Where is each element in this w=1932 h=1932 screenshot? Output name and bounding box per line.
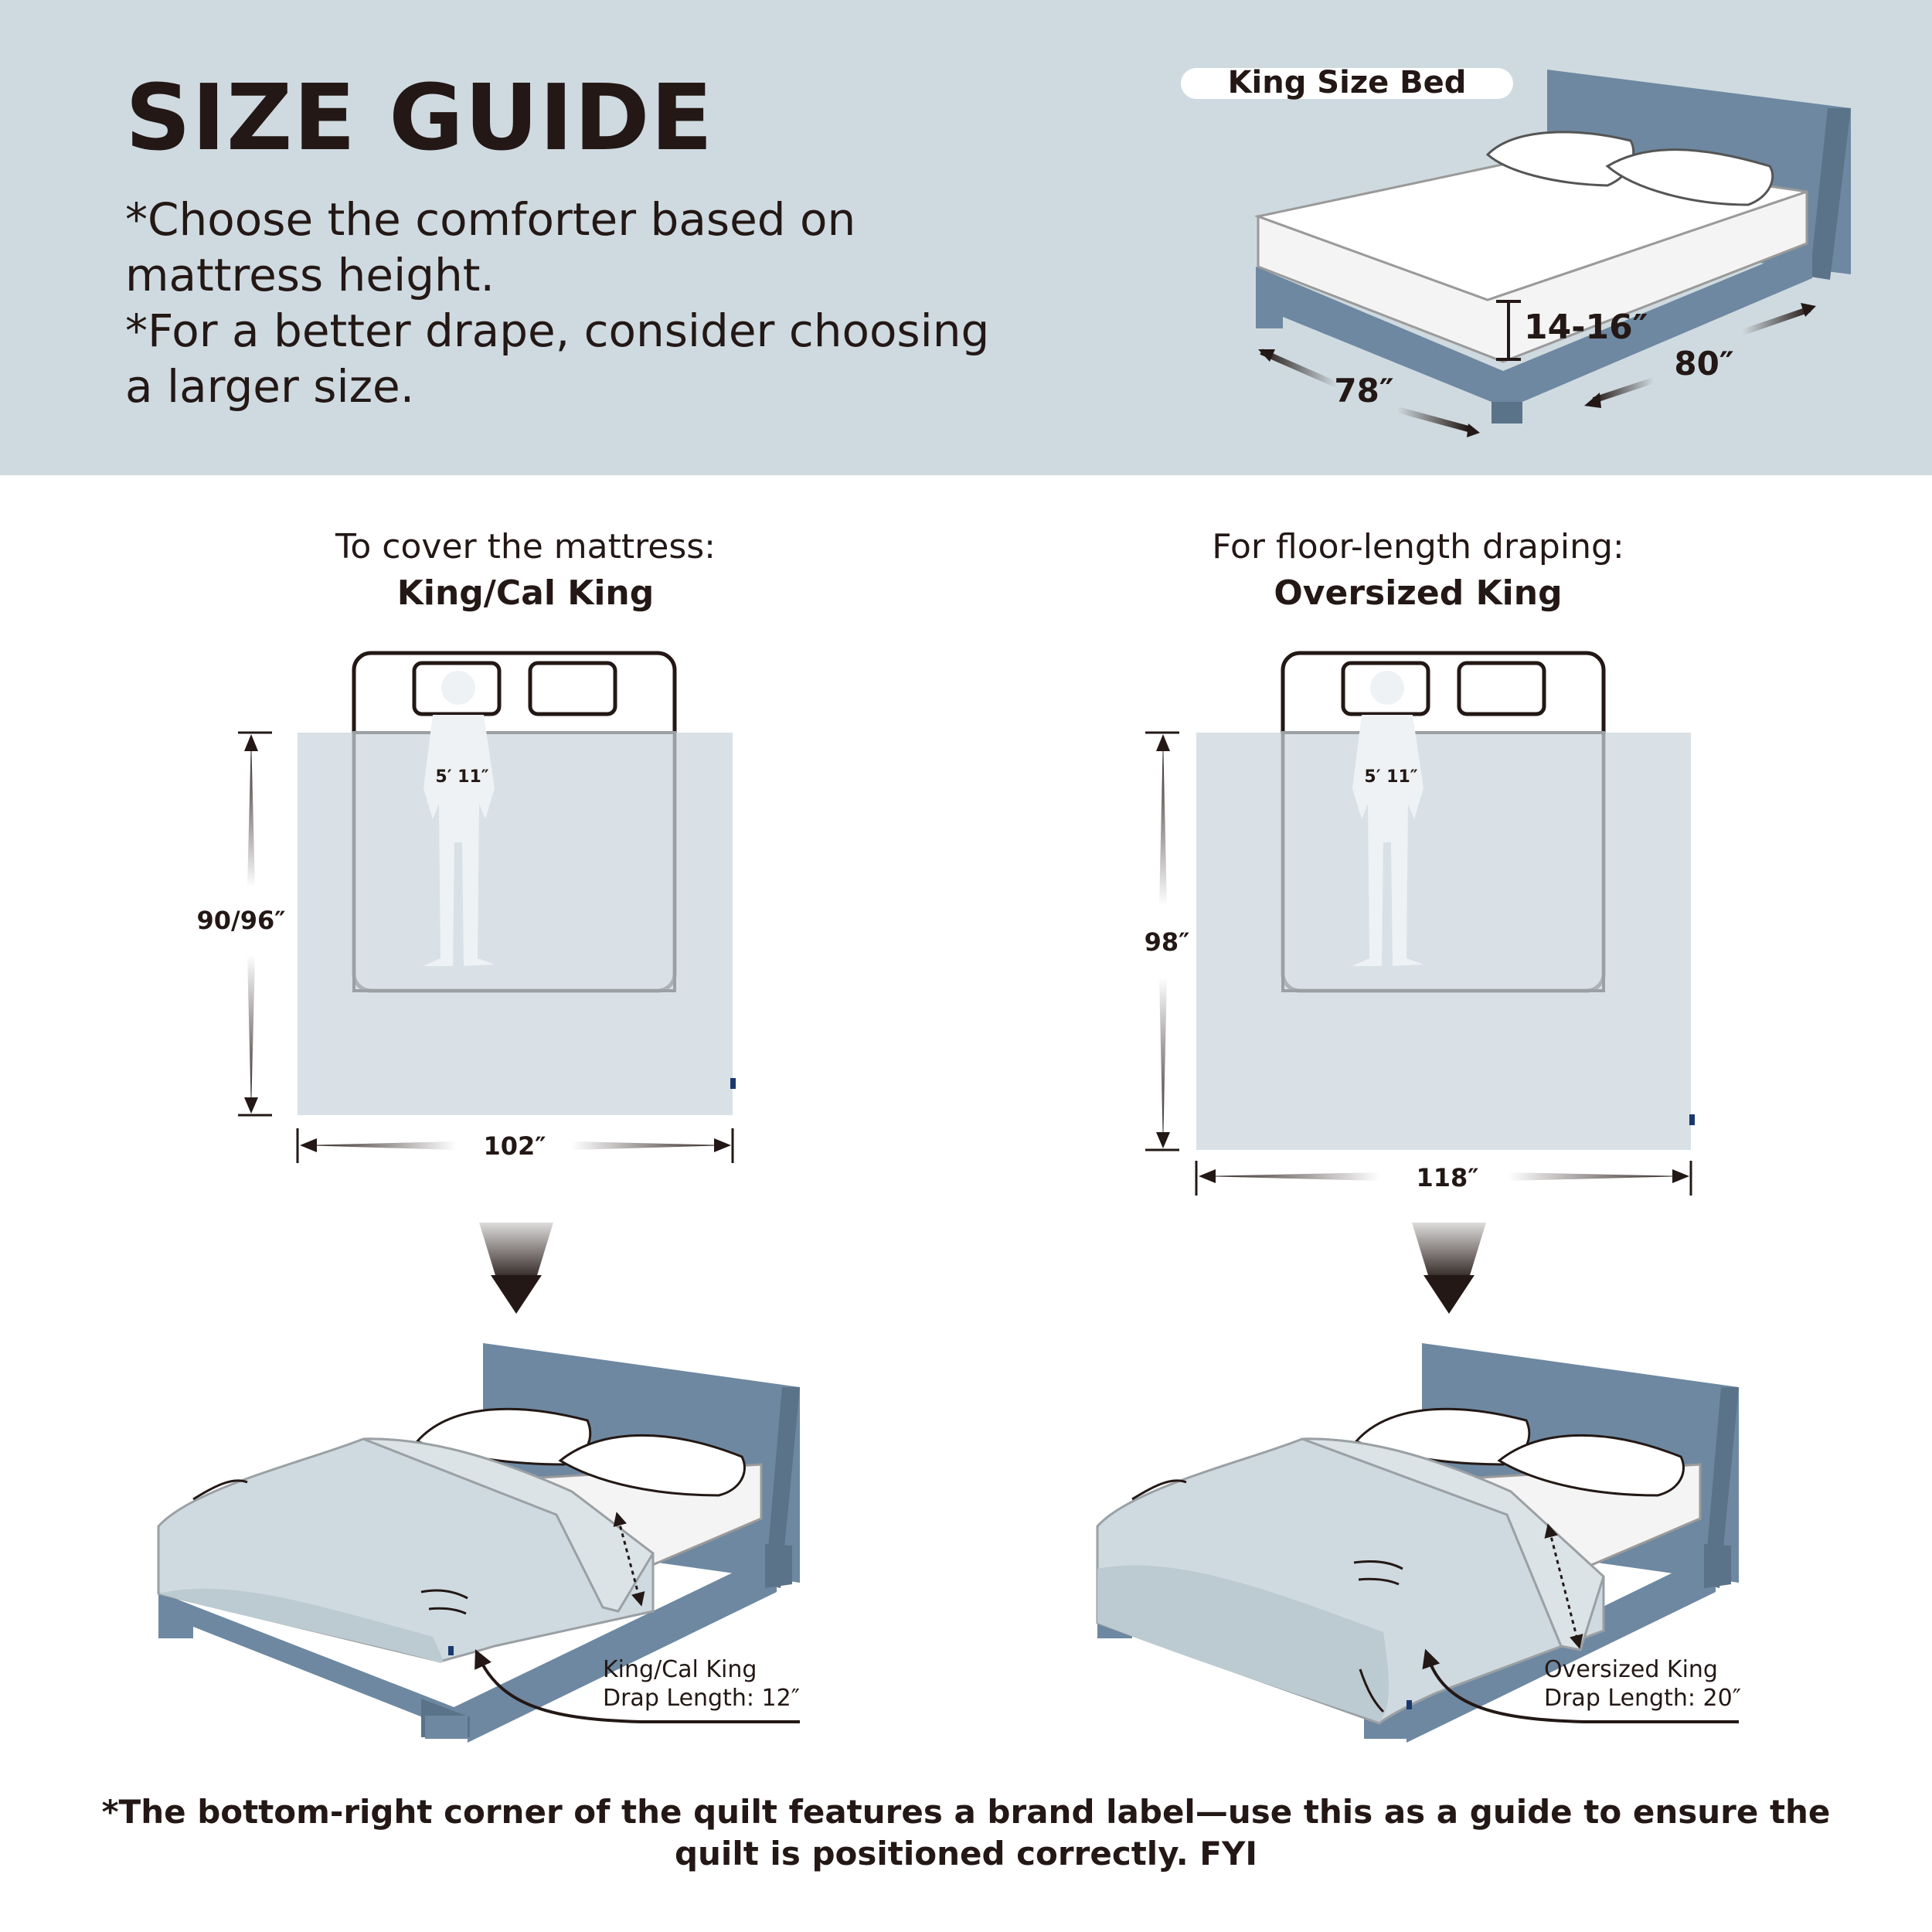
left-person-height: 5′ 11″ [435,767,488,787]
right-section-heading: For floor-length draping: Oversized King [993,524,1843,617]
left-drape-callout [474,1649,800,1723]
left-plan-view: 5′ 11″ 90/96″ 102″ [196,651,736,1163]
right-size-name: Oversized King [1274,573,1563,613]
hero-width-label: 78″ [1334,372,1393,410]
hero-length-label: 80″ [1674,345,1733,383]
right-drape-callout [1422,1648,1739,1723]
left-quilt [298,733,733,1115]
right-pillow-3d-2 [1497,1434,1685,1497]
hero-bed-illustration: King Size Bed 14-16″ 78″ [1181,65,1851,437]
right-brand-label [1689,1114,1695,1125]
right-pillow-2 [1457,661,1546,716]
bed-badge-label: King Size Bed [1228,65,1467,100]
right-brand-label-3d [1406,1700,1412,1709]
left-section-heading: To cover the mattress: King/Cal King [100,524,951,617]
left-brand-label [730,1078,736,1089]
hero-bed-frame [1256,243,1812,421]
right-person-silhouette [1352,671,1423,966]
right-down-arrow [1412,1223,1486,1314]
left-size-name: King/Cal King [396,573,655,613]
right-length-label: 98″ [1145,927,1190,957]
right-width-label: 118″ [1416,1163,1478,1192]
bed-badge-pill [1181,68,1513,99]
left-pillow-2 [528,661,617,716]
left-pillow-3d-2 [558,1434,746,1497]
left-brand-label-3d [448,1646,454,1655]
left-drape-size: King/Cal King [603,1656,757,1683]
left-pillow-1 [412,661,502,716]
right-person-height: 5′ 11″ [1364,767,1417,787]
hero-pillow-right [1605,148,1774,206]
left-bed-frame [158,1552,777,1743]
left-length-label: 90/96″ [196,906,285,935]
left-bed-with-quilt: King/Cal King Drap Length: 12″ [157,1343,800,1743]
footer-note: *The bottom-right corner of the quilt fe… [101,1793,1831,1872]
right-drape-size: Oversized King [1544,1656,1718,1683]
left-down-arrow [479,1223,553,1314]
hero-height-label: 14-16″ [1524,308,1648,347]
left-width-label: 102″ [483,1131,546,1161]
left-person-silhouette [423,671,495,966]
right-drape-length: Drap Length: 20″ [1544,1685,1741,1712]
right-quilt [1196,733,1691,1150]
page-title: SIZE GUIDE [125,64,714,171]
right-pillow-1 [1341,661,1430,716]
left-drape-length: Drap Length: 12″ [603,1685,800,1712]
right-plan-view: 5′ 11″ 98″ 118″ [1145,651,1695,1196]
right-bed-with-quilt: Oversized King Drap Length: 20″ [1096,1343,1741,1743]
